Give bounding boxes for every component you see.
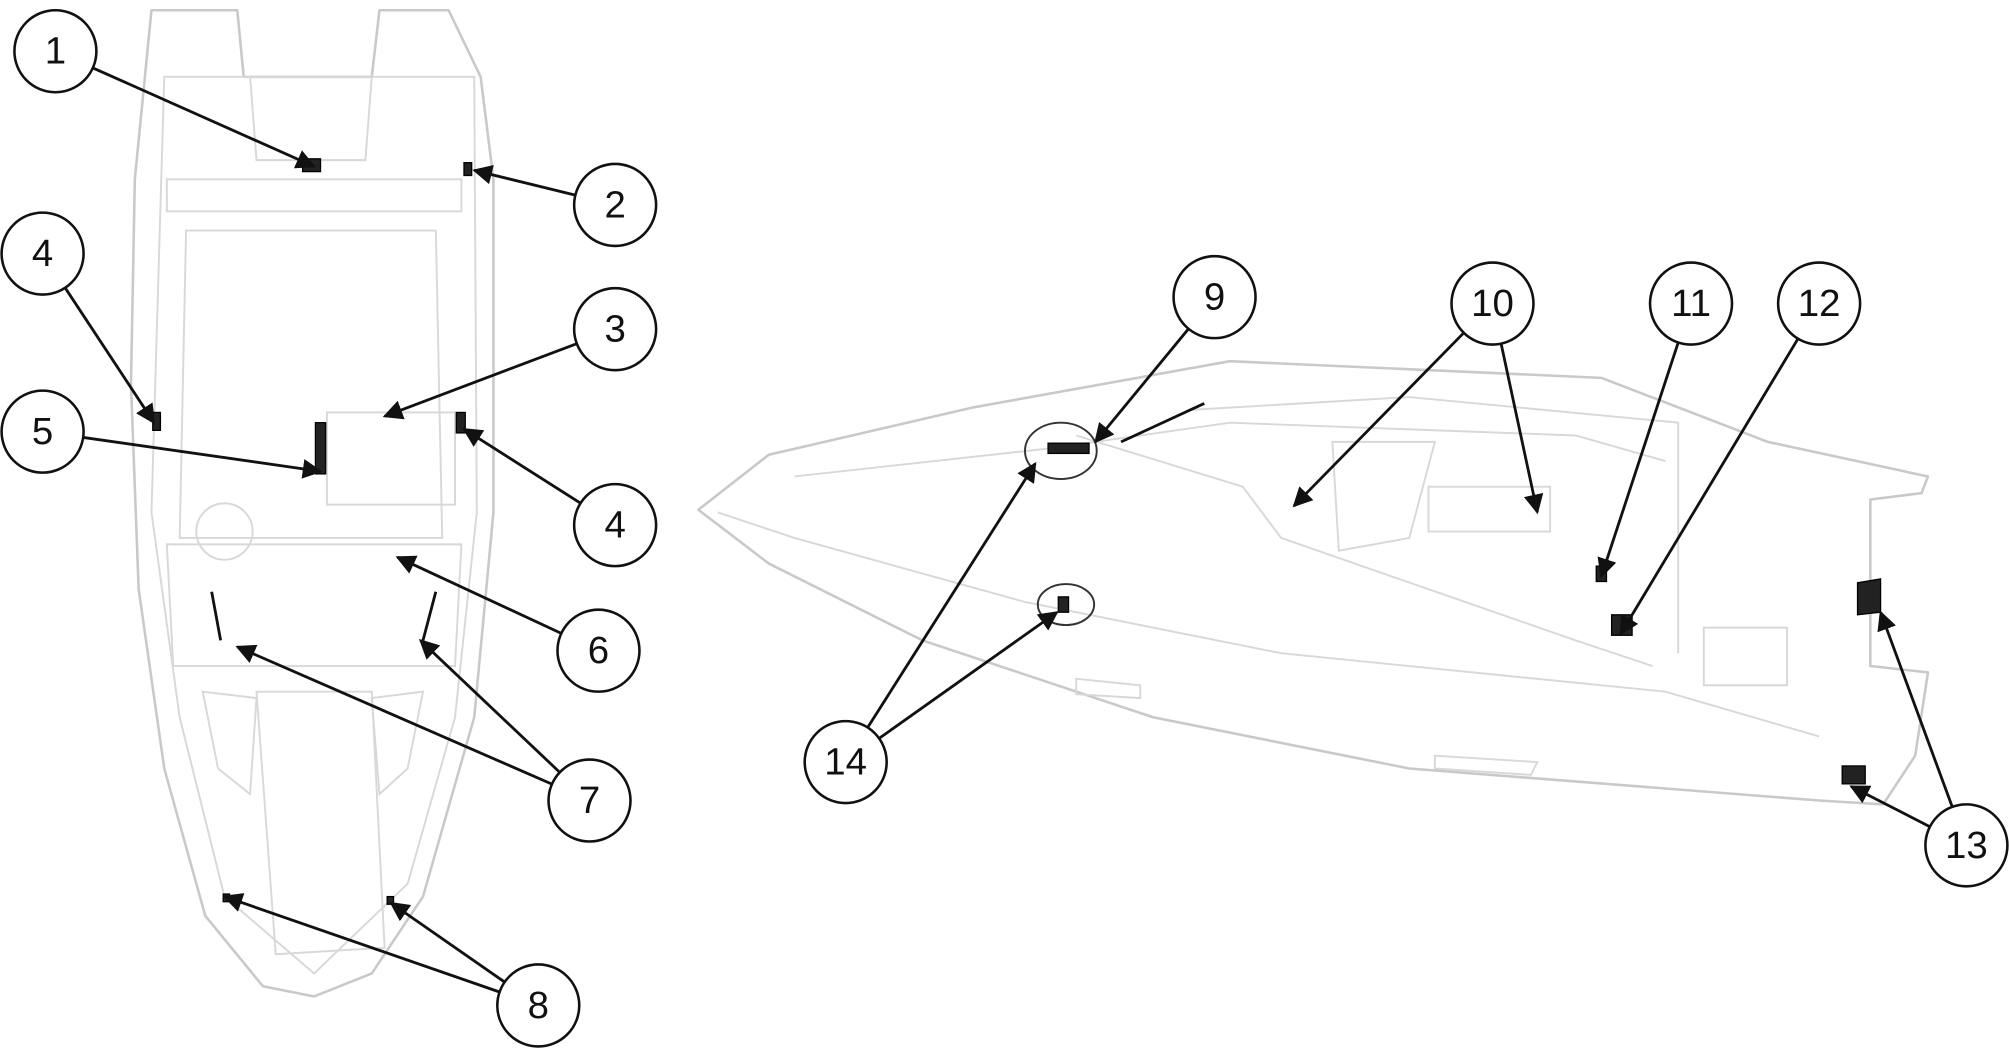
callout-number: 11 [1671,282,1711,325]
leader-arrow [1094,327,1190,444]
leader-arrow [1619,337,1800,636]
callout-c7: 7 [235,639,632,843]
callout-number: 6 [588,629,609,672]
callout-c6: 6 [395,555,641,693]
callout-c8: 8 [222,893,581,1048]
callout-number: 4 [32,232,53,275]
callout-c10: 10 [1292,261,1544,515]
callout-circle [803,719,888,805]
callout-circle [572,162,658,248]
leader-arrow [866,461,1037,729]
leader-arrow [92,66,316,169]
callout-circle [1776,261,1862,346]
callout-c5: 5 [0,389,323,479]
callout-circle [572,482,658,568]
part-2 [463,162,473,177]
callout-circle [547,758,632,843]
leader-arrow [63,287,156,425]
leader-arrow [1499,343,1544,515]
leader-arrow [1849,785,1931,828]
part-14 [1057,596,1070,613]
part-5 [314,422,327,475]
callout-circle [13,8,98,94]
callout-circle [0,211,85,296]
callout-circle [1648,261,1734,346]
part-7 [210,591,438,641]
callout-circle [0,389,85,474]
leader-arrow [222,893,501,994]
leader-arrow [382,342,578,420]
leader-arrow [82,436,323,479]
callout-number: 7 [579,779,600,822]
callout-number: 4 [604,504,625,547]
leader-arrow [1597,342,1680,579]
callout-circle [1924,803,2009,888]
side-view-boat [697,359,1930,806]
callout-circle [1450,261,1535,346]
leader-arrow [235,644,553,786]
callout-c4a: 4 [0,211,156,425]
callout-c4b: 4 [462,427,658,568]
callout-circle [1172,254,1257,340]
callout-number: 10 [1471,282,1514,325]
part-13-upper [1856,578,1882,616]
part-9 [1047,442,1090,455]
leader-arrow [1877,610,1954,808]
top-view-boat [129,8,495,998]
part-13-lower [1841,765,1866,785]
callout-number: 2 [604,183,625,226]
leader-arrow [419,639,561,774]
callout-number: 12 [1798,282,1841,325]
leader-arrow [395,555,562,635]
leader-arrow [462,427,582,505]
callout-c11: 11 [1597,261,1734,579]
leader-arrow [878,611,1059,740]
callout-c12: 12 [1619,261,1862,636]
callout-circle [572,286,658,372]
callout-c3: 3 [382,286,658,420]
callout-circle [556,608,641,693]
callout-c14: 14 [803,461,1059,805]
leader-arrow [389,901,506,984]
callout-number: 3 [604,308,625,351]
callout-c13: 13 [1849,610,2009,888]
callout-number: 13 [1945,824,1988,867]
callout-c9: 9 [1094,254,1257,444]
highlight-ring-14 [1036,583,1096,627]
callout-number: 1 [45,30,66,73]
leader-arrow [472,165,576,197]
callout-number: 8 [528,984,549,1027]
callout-c1: 1 [13,8,316,169]
callout-number: 9 [1204,276,1225,319]
callout-circle [496,963,581,1048]
wiper [1120,402,1205,444]
leader-arrow [1292,331,1465,508]
part-4-right [455,411,466,434]
highlight-ring-9 [1024,421,1098,480]
callout-number: 14 [824,741,867,784]
callout-c2: 2 [472,162,658,248]
callout-number: 5 [32,410,53,453]
